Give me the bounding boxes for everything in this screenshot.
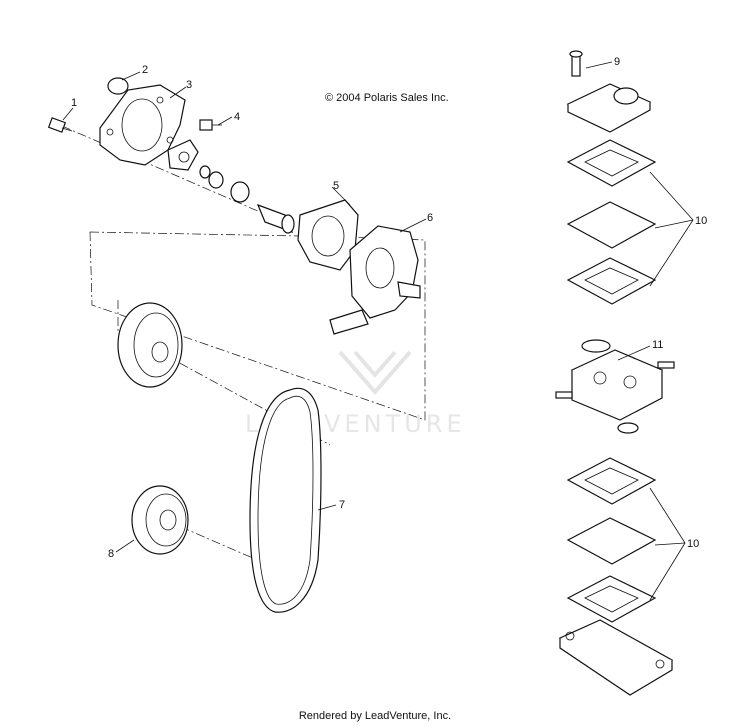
- part-4-screw: [199, 119, 222, 131]
- assembly-lines: [61, 125, 426, 563]
- part-2-o-ring: [107, 77, 129, 95]
- lower-gasket-2: [566, 575, 657, 623]
- callout-10-lower: 10: [687, 538, 699, 550]
- shaft-assembly: [199, 165, 295, 234]
- callouts: 1 2 3 4 5 6 7 8 9 10 11 10: [71, 56, 707, 560]
- pump-base-plate: [558, 619, 674, 696]
- part-9-bolt: [569, 50, 583, 77]
- impeller: [167, 139, 199, 171]
- callout-9: 9: [614, 56, 620, 68]
- callout-4: 4: [234, 111, 240, 123]
- callout-8: 8: [108, 548, 114, 560]
- footer-text: Rendered by LeadVenture, Inc.: [298, 710, 452, 722]
- callout-7: 7: [339, 499, 345, 511]
- callout-1: 1: [71, 97, 77, 109]
- part-7-belt: [249, 387, 322, 613]
- watermark-logo-icon: [338, 350, 412, 396]
- part-5-gasket: [297, 199, 359, 271]
- callout-6: 6: [427, 212, 433, 224]
- lower-diaphragm: [566, 517, 657, 565]
- callout-10-upper: 10: [695, 215, 707, 227]
- upper-gasket-1: [566, 139, 657, 187]
- part-1-bolt: [47, 117, 73, 133]
- copyright-text: © 2004 Polaris Sales Inc.: [325, 92, 449, 104]
- callout-3: 3: [186, 79, 192, 91]
- part-11-pump-body: [555, 339, 675, 434]
- pump-cap: [566, 83, 652, 133]
- lower-gasket-1: [566, 457, 657, 505]
- upper-gasket-2: [566, 257, 657, 305]
- callout-5: 5: [333, 180, 339, 192]
- part-8-lower-pulley: [131, 485, 189, 555]
- upper-pulley: [117, 302, 183, 388]
- part-6-pump-housing: [329, 225, 421, 335]
- callout-11: 11: [652, 339, 663, 351]
- callout-2: 2: [142, 64, 148, 76]
- part-3-housing-cover: [99, 84, 186, 166]
- leader-lines: [62, 61, 694, 601]
- upper-diaphragm: [566, 201, 657, 249]
